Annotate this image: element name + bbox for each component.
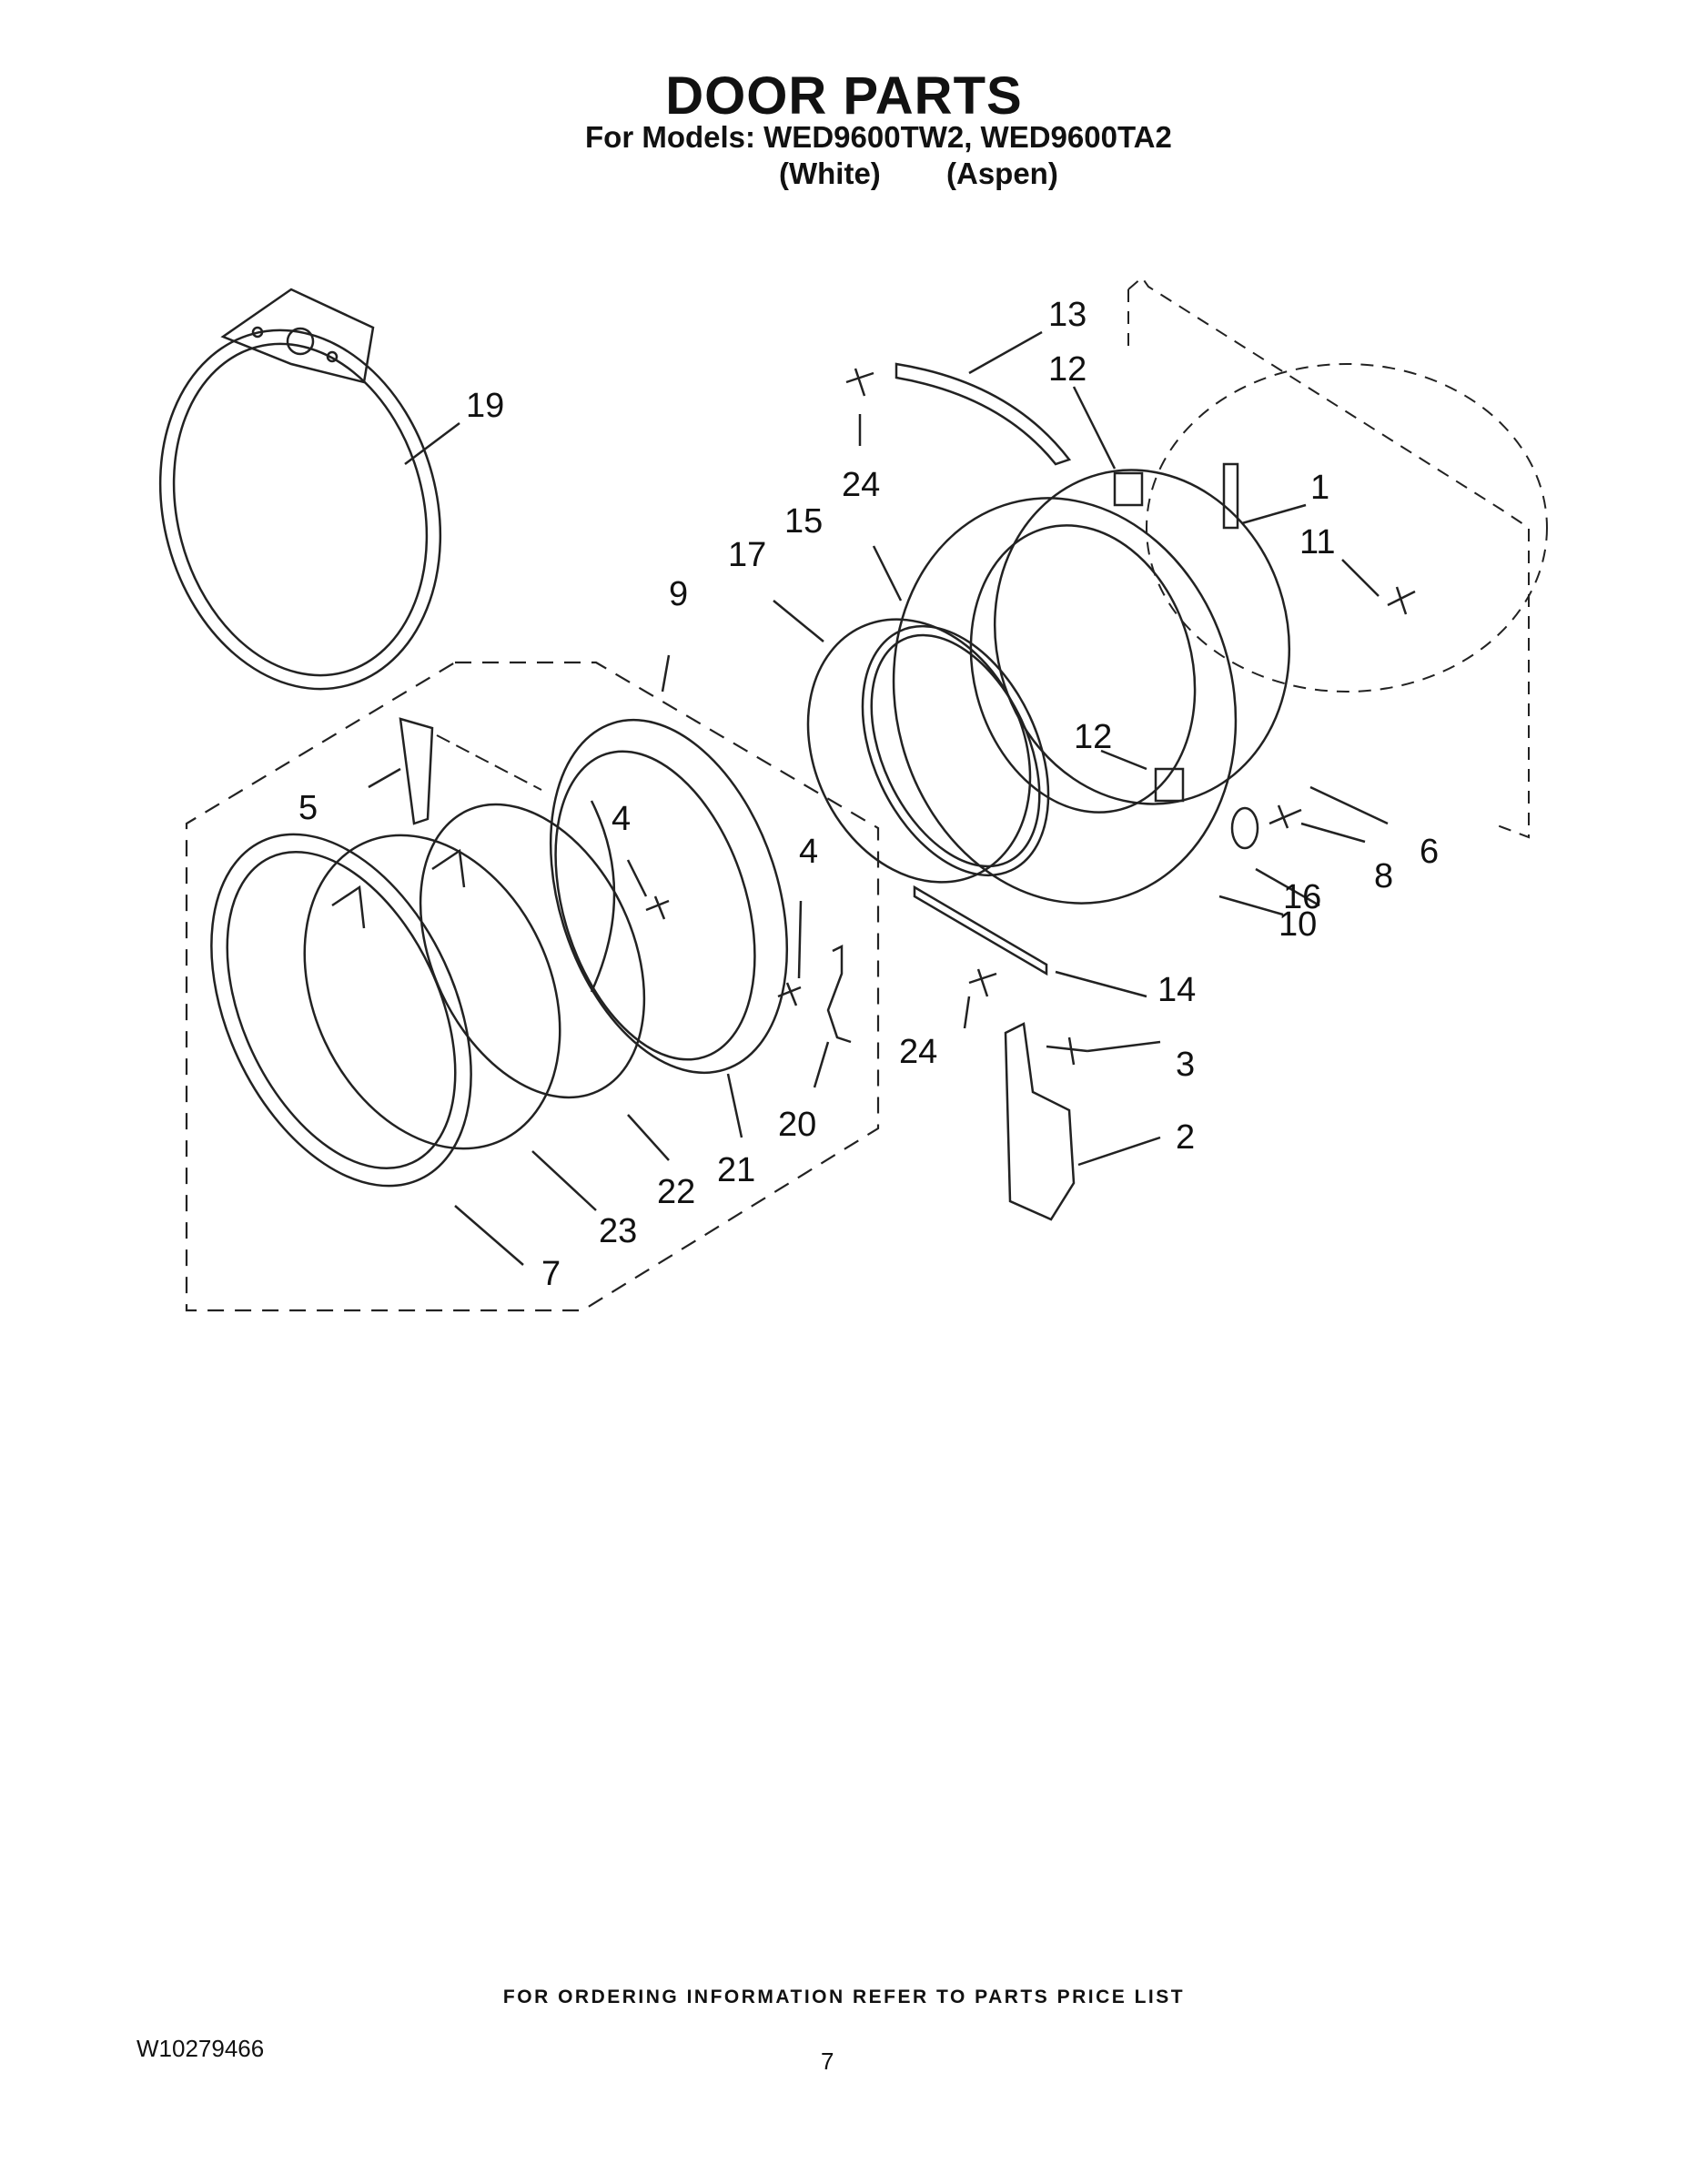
callout-8: 8: [1374, 857, 1393, 895]
part-2-handle: [1004, 1022, 1076, 1221]
callout-20: 20: [778, 1106, 816, 1144]
part-14-bar: [913, 885, 1048, 976]
part-8-screw: [1269, 804, 1302, 829]
callout-15: 15: [784, 502, 823, 541]
part-6-gasket: [993, 469, 1291, 805]
part-13-strap: [895, 362, 1072, 466]
callout-17: 17: [728, 536, 766, 574]
callout-7: 7: [541, 1255, 561, 1293]
part-5-leader-dash: [436, 734, 542, 791]
callout-16: 16: [1283, 878, 1321, 916]
color-white-label: (White): [779, 157, 881, 190]
part-3-screw: [1046, 1036, 1088, 1066]
cabinet-outline: [1127, 276, 1548, 839]
part-15-seal: [861, 624, 1050, 877]
callout-9: 9: [669, 575, 688, 613]
part-24-screw-a: [845, 368, 874, 397]
part-7-outer-ring: [210, 833, 472, 1188]
color-aspen-label: (Aspen): [946, 157, 1058, 190]
callout-14: 14: [1157, 971, 1196, 1009]
leader-lines: [368, 330, 1389, 1266]
document-number: W10279466: [136, 2035, 265, 2062]
part-20-clip: [826, 944, 852, 1044]
callout-24-upper: 24: [842, 466, 880, 504]
page-title: DOOR PARTS: [665, 66, 1023, 126]
callout-4-left: 4: [612, 800, 631, 838]
callout-5: 5: [298, 789, 318, 827]
callout-13: 13: [1048, 296, 1087, 334]
page-number: 7: [821, 2048, 834, 2075]
part-10-front-frame: [892, 497, 1238, 905]
callout-1: 1: [1310, 469, 1329, 507]
callout-21: 21: [717, 1151, 755, 1189]
callout-6: 6: [1420, 833, 1439, 871]
callout-12-upper: 12: [1048, 350, 1087, 389]
part-16-washer: [1230, 806, 1259, 850]
callout-22: 22: [657, 1173, 695, 1211]
ordering-note: FOR ORDERING INFORMATION REFER TO PARTS …: [502, 1987, 1186, 2007]
callout-labels: 13 12 19 24 1 15 11 17 9 12 5 4 4 6 8 16…: [298, 296, 1439, 1293]
part-12-latch-upper: [1113, 471, 1144, 507]
part-22-ring: [419, 803, 646, 1099]
callout-11: 11: [1299, 523, 1335, 561]
part-4-screw-a: [645, 895, 670, 920]
part-12-latch-lower: [1154, 767, 1185, 803]
callout-23: 23: [599, 1212, 637, 1250]
part-23-ring: [303, 834, 561, 1150]
assembly-9-boundary: [185, 661, 880, 1312]
callout-24-lower: 24: [899, 1033, 937, 1071]
callout-19: 19: [466, 387, 504, 425]
callout-12-lower: 12: [1074, 718, 1112, 756]
part-24-screw-b: [968, 968, 997, 997]
part-1-strip: [1222, 462, 1239, 530]
models-line: For Models: WED9600TW2, WED9600TA2: [585, 120, 1172, 154]
part-5-hinge-cover: [399, 717, 434, 825]
callout-2: 2: [1176, 1118, 1195, 1157]
callout-3: 3: [1176, 1046, 1195, 1084]
part-21-inner-door: [549, 718, 789, 1075]
callout-10: 10: [1279, 905, 1317, 944]
part-19-rear-ring: [158, 288, 442, 691]
callout-4-right: 4: [799, 833, 818, 871]
part-4-screw-b: [777, 982, 802, 1006]
part-11-screw: [1387, 586, 1416, 615]
